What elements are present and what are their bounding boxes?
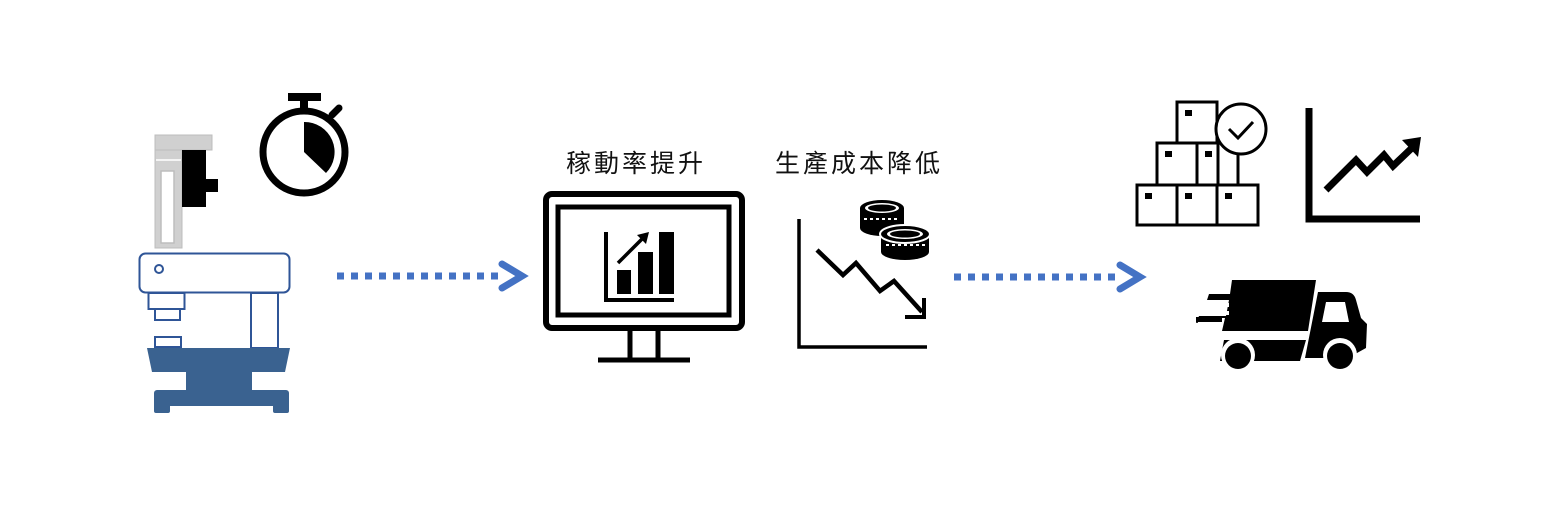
label-utilization-up: 稼動率提升 (566, 149, 707, 178)
growth-chart-icon (1305, 108, 1421, 223)
machine-tool-icon (138, 134, 291, 413)
flow-arrow-1 (337, 260, 529, 292)
flow-arrow-2 (954, 261, 1147, 293)
coins-icon (860, 200, 931, 260)
box-marks (1145, 110, 1232, 199)
label-cost-down: 生產成本降低 (775, 149, 944, 178)
cost-down-chart-icon (797, 200, 931, 349)
monitor-chart-icon (543, 191, 745, 363)
inventory-boxes-check-icon (1135, 100, 1268, 227)
delivery-truck-icon (1196, 280, 1367, 372)
stopwatch-icon (259, 93, 349, 197)
